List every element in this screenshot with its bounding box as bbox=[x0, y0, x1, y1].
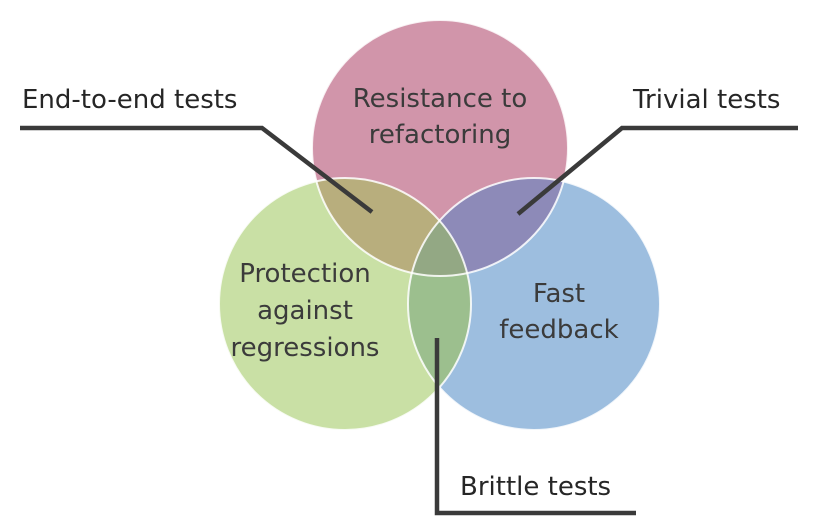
overlap-resistance-feedback bbox=[408, 178, 568, 276]
end-to-end-leader-line bbox=[20, 125, 374, 214]
trivial-leader-line bbox=[516, 125, 798, 216]
brittle-tests-label: Brittle tests bbox=[460, 472, 611, 502]
trivial-tests-label: Trivial tests bbox=[632, 85, 780, 115]
outline-feedback bbox=[407, 177, 661, 431]
outline-resistance bbox=[311, 19, 569, 277]
resistance-label-line2: refactoring bbox=[369, 120, 512, 150]
feedback-label-line2: feedback bbox=[499, 315, 618, 345]
end-to-end-tests-label: End-to-end tests bbox=[22, 85, 237, 115]
overlap-resistance-protection-group bbox=[312, 178, 471, 276]
resistance-label-line1: Resistance to bbox=[353, 84, 527, 114]
overlap-resistance-protection bbox=[312, 178, 471, 276]
brittle-leader-line bbox=[434, 338, 636, 516]
protection-label-line3: regressions bbox=[231, 333, 380, 363]
overlap-resistance-feedback-group bbox=[408, 178, 568, 276]
feedback-label-line1: Fast bbox=[533, 279, 585, 309]
protection-label-line1: Protection bbox=[239, 259, 371, 289]
protection-label-line2: against bbox=[257, 296, 353, 326]
outline-protection bbox=[218, 177, 472, 431]
